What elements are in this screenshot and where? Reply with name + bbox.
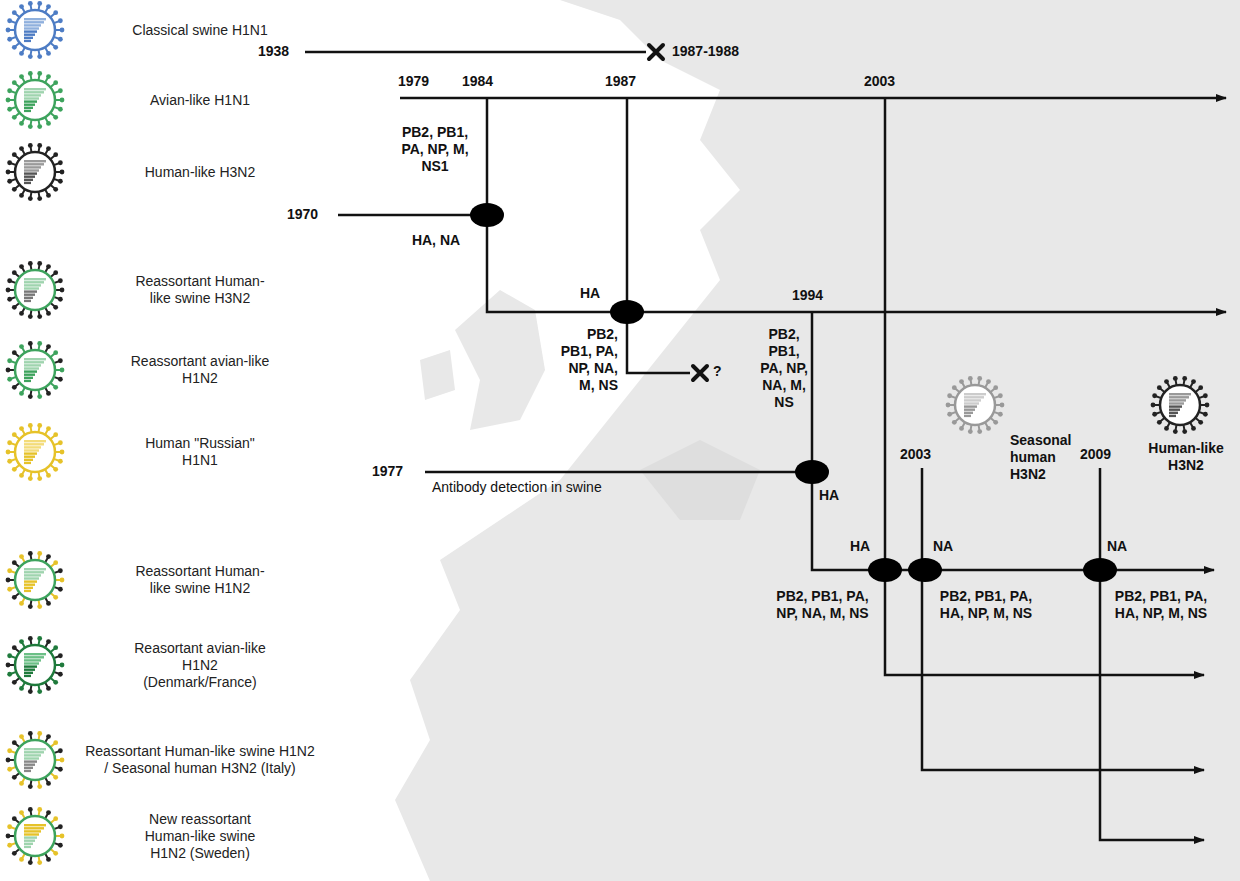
year-label: 1977 [372,463,403,480]
virus-icon [6,636,65,694]
legend-label: Reasortant avian-like H1N2 (Denmark/Fran… [130,640,270,691]
extinction-mark [649,45,707,380]
virus-icon [946,376,1005,434]
legend-label: Human-like H3N2 [130,164,270,181]
gene-segments: PB2, PB1, PA, HA, NP, M, NS [932,588,1040,622]
gene-segments: PB2, PB1, PA, NP, M, NS1 [390,124,480,175]
virus-icon [6,731,65,789]
year-label: 1970 [287,206,318,223]
year-label: 1938 [258,43,289,60]
virus-label: Seasonal human H3N2 [1010,432,1076,483]
legend-label: Human "Russian" H1N1 [130,435,270,469]
virus-icon [6,71,65,129]
virus-icon [6,143,65,201]
gene-segments: HA [850,538,870,555]
legend-label: New reassortant Human-like swine H1N2 (S… [130,811,270,862]
gene-segments: PB2, PB1, PA, HA, NP, M, NS [1108,588,1214,622]
legend-label: Reassortant Human-like swine H1N2 / Seas… [85,743,315,777]
gene-segments: PB2, PB1, PA, NP, NA, M, NS [554,326,618,394]
virus-icon [1151,376,1210,434]
legend-label: Reassortant avian-like H1N2 [130,353,270,387]
legend-label: Reassortant Human-like swine H1N2 [130,563,270,597]
virus-icon [6,423,65,481]
year-label: 1987 [605,73,636,90]
virus-icon [6,551,65,609]
legend-label: Reassortant Human-like swine H3N2 [130,273,270,307]
year-label: 1984 [462,73,493,90]
gene-segments: PB2, PB1, PA, NP, NA, M, NS [770,588,875,622]
virus-icon [6,341,65,399]
year-label: 2003 [864,73,895,90]
europe-map [395,0,1240,881]
gene-segments: HA [580,285,600,302]
note-label: Antibody detection in swine [432,479,602,496]
virus-icon [6,261,65,319]
year-label: 1979 [398,73,429,90]
virus-icon [6,807,65,865]
gene-segments: HA [819,487,839,504]
legend-label: Classical swine H1N1 [130,22,270,39]
gene-segments: NA [933,538,953,555]
gene-segments: PB2, PB1, PA, NP, NA, M, NS [760,326,808,411]
virus-label: Human-like H3N2 [1140,440,1232,474]
gene-segments: HA, NA [398,232,474,249]
lineage-lines [305,52,1226,840]
note-label: ? [713,363,722,380]
year-label: 1987-1988 [672,43,739,60]
year-label: 1994 [792,287,823,304]
year-label: 2009 [1080,446,1111,463]
virus-icon [6,1,65,59]
reassortment-event [470,203,1117,582]
year-label: 2003 [900,446,931,463]
legend-label: Avian-like H1N1 [130,92,270,109]
gene-segments: NA [1107,538,1127,555]
